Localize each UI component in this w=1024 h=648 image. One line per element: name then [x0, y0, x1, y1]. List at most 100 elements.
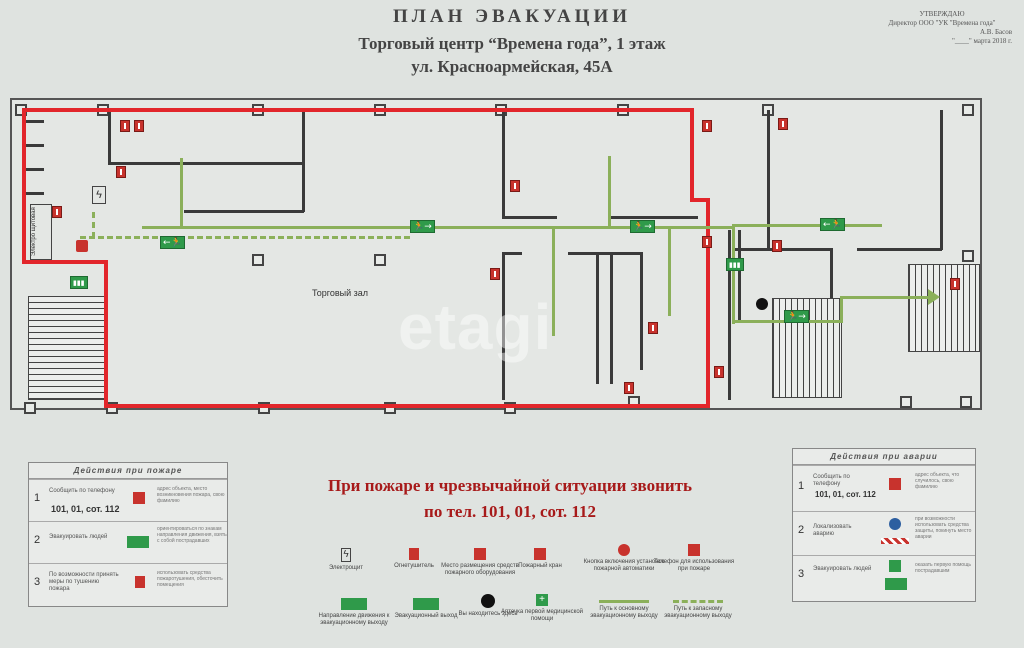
legend-item: Кнопка включения установок пожарной авто…: [582, 544, 666, 573]
exit-sign-icon: 🏃→: [784, 310, 809, 323]
wall: [640, 252, 643, 370]
exit-sign-icon: [413, 598, 439, 610]
step-text: Эвакуировать людей: [49, 534, 108, 540]
floor-plan: 🏃→ 🏃→ ←🏃 ←🏃 🏃→ ▮▮▮ ▮▮▮ Электро щитовая ϟ…: [10, 98, 982, 414]
approval-line: Директор ООО "УК "Времена года": [888, 19, 996, 27]
wall: [728, 230, 731, 400]
extinguisher-icon: [490, 268, 500, 280]
phone-icon: [889, 478, 901, 490]
extinguisher-icon: [510, 180, 520, 192]
wall: [608, 216, 698, 219]
extinguisher-icon: [624, 382, 634, 394]
danger-zone-border: [690, 198, 710, 202]
legend-item: Место размещения средств пожарного обору…: [438, 548, 522, 577]
plan-title: ПЛАН ЭВАКУАЦИИ: [392, 6, 632, 27]
extinguisher-icon: [772, 240, 782, 252]
legend-label: Вы находитесь здесь: [458, 611, 518, 617]
extinguisher-icon: [409, 548, 419, 560]
action-row: 2 Эвакуировать людей ориентироваться по …: [29, 521, 227, 563]
step-text: Сообщить по телефону: [49, 488, 115, 494]
wall: [502, 252, 505, 400]
action-row: 1 Сообщить по телефону 101, 01, сот. 112…: [793, 465, 975, 511]
evacuation-route: [732, 224, 882, 227]
approval-line: "____" марта 2018 г.: [952, 37, 1012, 45]
column: [24, 402, 36, 414]
column: [960, 396, 972, 408]
evacuation-route: [840, 298, 843, 323]
danger-zone-border: [690, 108, 694, 202]
first-aid-icon: +: [536, 594, 548, 606]
step-note: использовать средства пожаротушения, обе…: [157, 570, 223, 588]
route-arrow-icon: [928, 289, 940, 305]
action-row: 3 Эвакуировать людей оказать первую помо…: [793, 555, 975, 601]
approval-line: А.В. Басов: [979, 28, 1012, 36]
wall: [830, 248, 833, 308]
column: [252, 254, 264, 266]
danger-zone-border: [706, 198, 710, 408]
action-row: 2 Локализовать аварию при возможности ис…: [793, 511, 975, 555]
phone-icon: [133, 492, 145, 504]
legend-item: Направление движения к эвакуационному вы…: [312, 598, 396, 627]
wall: [22, 168, 44, 171]
wall: [738, 230, 741, 320]
reserve-route: [92, 212, 95, 238]
main-route-icon: [599, 600, 649, 603]
accident-actions-panel: Действия при аварии 1 Сообщить по телефо…: [792, 448, 976, 602]
emergency-callout-line2: по тел. 101, 01, сот. 112: [424, 502, 596, 521]
step-text: По возможности принять меры по тушению п…: [49, 572, 119, 592]
wall: [184, 210, 304, 213]
legend-item: Телефон для использования при пожаре: [652, 544, 736, 573]
evacuation-route: [180, 158, 183, 228]
step-number: 3: [798, 568, 805, 580]
evacuation-route: [412, 226, 732, 229]
legend-label: Эвакуационный выход: [394, 613, 458, 619]
reserve-route-icon: [673, 600, 723, 603]
fire-actions-panel: Действия при пожаре 1 Сообщить по телефо…: [28, 462, 228, 607]
legend-item: Путь к основному эвакуационному выходу: [582, 594, 666, 620]
legend-item: + Аптечка первой медицинской помощи: [500, 594, 584, 623]
building-subtitle: Торговый центр “Времена года”, 1 этаж: [358, 34, 666, 53]
step-text: Локализовать аварию: [813, 524, 852, 537]
legend-item: Вы находитесь здесь: [446, 594, 530, 618]
step-number: 1: [34, 492, 41, 504]
extinguisher-icon: [702, 120, 712, 132]
legend-label: Электрощит: [328, 565, 364, 571]
wall: [610, 252, 613, 384]
hall-label: Торговый зал: [312, 288, 369, 298]
legend-item: Огнетушитель: [372, 548, 456, 570]
exit-door-sign-icon: ▮▮▮: [70, 276, 88, 289]
extinguisher-icon: [778, 118, 788, 130]
wall: [22, 192, 44, 195]
extinguisher-icon: [120, 120, 130, 132]
column: [962, 104, 974, 116]
exit-door-sign-icon: ▮▮▮: [726, 258, 744, 271]
reserve-route: [80, 236, 410, 239]
exit-sign-icon: [127, 536, 149, 548]
legend-item: Пожарный кран: [498, 548, 582, 570]
step-number: 3: [34, 576, 41, 588]
step-note: оказать первую помощь пострадавшим: [915, 562, 971, 574]
legend-label: Направление движения к эвакуационному вы…: [318, 613, 390, 626]
danger-zone-border: [22, 260, 108, 264]
step-note: адрес объекта, место возникновения пожар…: [157, 486, 225, 504]
danger-zone-border: [22, 108, 26, 264]
extinguisher-icon: [950, 278, 960, 290]
you-are-here-icon: [756, 298, 768, 310]
wall: [502, 110, 505, 218]
wall: [502, 252, 522, 255]
step-number: 2: [34, 534, 41, 546]
lightning-icon: ϟ: [341, 548, 351, 562]
protective-gear-icon: [889, 518, 901, 530]
legend-label: Огнетушитель: [394, 563, 434, 569]
legend-item: Эвакуационный выход: [384, 598, 468, 620]
panel-heading: Действия при аварии: [793, 449, 975, 465]
extinguisher-icon: [648, 322, 658, 334]
step-text: Сообщить по телефону: [813, 474, 850, 487]
wall: [857, 248, 942, 251]
approval-line: УТВЕРЖДАЮ: [919, 10, 965, 18]
emergency-callout-line1: При пожаре и чрезвычайной ситуации звони…: [327, 476, 692, 495]
danger-zone-border: [104, 260, 108, 408]
danger-zone-border: [104, 404, 710, 408]
extinguisher-icon: [714, 366, 724, 378]
wall: [108, 110, 111, 164]
